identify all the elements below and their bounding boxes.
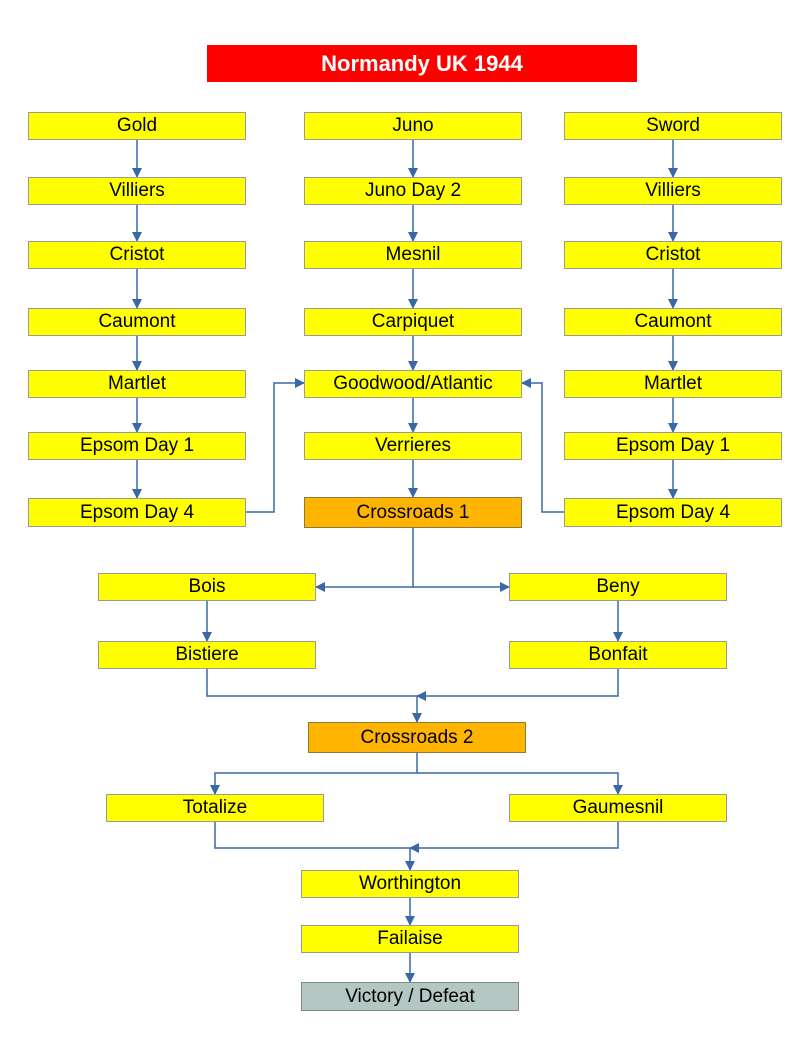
node-sword-martlet: Martlet: [564, 370, 782, 398]
node-bonfait: Bonfait: [509, 641, 727, 669]
node-crossroads-1: Crossroads 1: [304, 497, 522, 528]
node-bistiere: Bistiere: [98, 641, 316, 669]
node-gold: Gold: [28, 112, 246, 140]
connector-arrow: [214, 822, 415, 871]
node-sword: Sword: [564, 112, 782, 140]
connector-arrow: [417, 772, 623, 795]
connector-arrow: [521, 378, 564, 513]
node-worthington: Worthington: [301, 870, 519, 898]
connector-arrow: [315, 528, 414, 592]
connector-arrow: [210, 753, 418, 795]
node-gold-caumont: Caumont: [28, 308, 246, 336]
node-bois: Bois: [98, 573, 316, 601]
node-juno: Juno: [304, 112, 522, 140]
node-verrieres: Verrieres: [304, 432, 522, 460]
node-gold-epsom-day-4: Epsom Day 4: [28, 498, 246, 527]
node-sword-cristot: Cristot: [564, 241, 782, 269]
node-mesnil: Mesnil: [304, 241, 522, 269]
node-beny: Beny: [509, 573, 727, 601]
node-sword-villiers: Villiers: [564, 177, 782, 205]
node-gold-villiers: Villiers: [28, 177, 246, 205]
node-failaise: Failaise: [301, 925, 519, 953]
connector-arrow: [206, 669, 422, 723]
node-totalize: Totalize: [106, 794, 324, 822]
connector-arrow: [416, 669, 619, 701]
node-carpiquet: Carpiquet: [304, 308, 522, 336]
node-goodwood-atlantic: Goodwood/Atlantic: [304, 370, 522, 398]
connector-arrow: [409, 822, 619, 853]
node-gold-epsom-day-1: Epsom Day 1: [28, 432, 246, 460]
connector-arrow: [246, 378, 305, 513]
node-sword-caumont: Caumont: [564, 308, 782, 336]
node-gold-cristot: Cristot: [28, 241, 246, 269]
node-gold-martlet: Martlet: [28, 370, 246, 398]
node-victory-defeat: Victory / Defeat: [301, 982, 519, 1011]
node-juno-day-2: Juno Day 2: [304, 177, 522, 205]
page-title: Normandy UK 1944: [207, 45, 637, 82]
node-gaumesnil: Gaumesnil: [509, 794, 727, 822]
node-sword-epsom-day-4: Epsom Day 4: [564, 498, 782, 527]
node-sword-epsom-day-1: Epsom Day 1: [564, 432, 782, 460]
node-crossroads-2: Crossroads 2: [308, 722, 526, 753]
